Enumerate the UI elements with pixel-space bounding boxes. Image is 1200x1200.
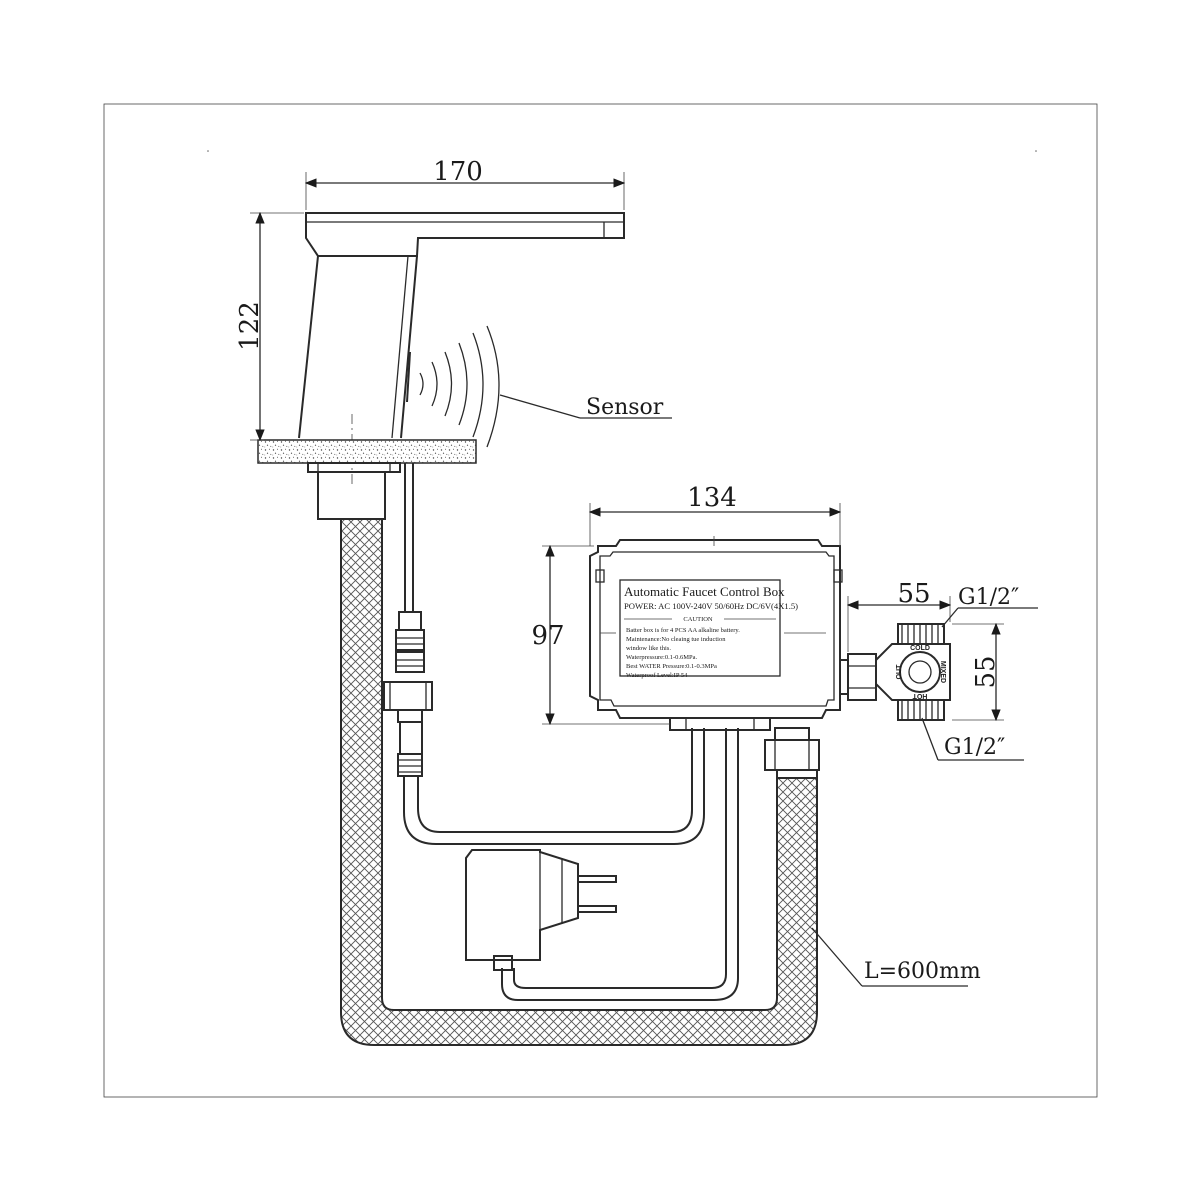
sensor-waves-icon — [419, 325, 500, 448]
thread-callout-bottom: G1/2″ — [921, 717, 1024, 761]
dimension-faucet-height: 122 — [235, 211, 304, 442]
countertop — [257, 439, 477, 464]
valve-out-label: OUT — [896, 664, 903, 680]
control-box-power: POWER: AC 100V-240V 50/60Hz DC/6V(4X1.5) — [624, 601, 798, 611]
caution-line: Batter box is for 4 PCS AA alkaline batt… — [626, 627, 740, 634]
control-box: Automatic Faucet Control Box POWER: AC 1… — [589, 536, 843, 731]
thread-callout-top: G1/2″ — [941, 585, 1038, 628]
cable-connector — [383, 611, 433, 777]
control-box-title: Automatic Faucet Control Box — [624, 584, 785, 599]
svg-text:G1/2″: G1/2″ — [958, 585, 1019, 610]
dimension-box-height: 97 — [531, 544, 670, 726]
caution-line: Best WATER Pressure:0.1-0.3MPa — [626, 663, 717, 670]
dimension-valve-height: 55 — [952, 622, 1004, 722]
power-adapter — [465, 849, 617, 971]
svg-text:170: 170 — [433, 157, 483, 187]
valve-cold-label: COLD — [910, 645, 930, 652]
svg-text:122: 122 — [235, 301, 265, 351]
dimension-spout-length: 170 — [304, 157, 626, 210]
hose-fitting — [764, 727, 820, 779]
drawing-frame — [103, 103, 1098, 1098]
svg-text:55: 55 — [971, 655, 1001, 688]
mixing-valve: COLD HOT MIXED OUT — [875, 623, 951, 721]
box-outlet-fitting — [839, 653, 877, 701]
sensor-callout: Sensor — [499, 394, 672, 420]
hose-length-callout: L=600mm — [811, 927, 981, 987]
svg-text:97: 97 — [531, 621, 564, 651]
svg-text:134: 134 — [687, 483, 737, 513]
svg-text:55: 55 — [897, 579, 930, 609]
caution-line: window like this. — [626, 645, 671, 652]
valve-hot-label: HOT — [912, 692, 928, 699]
svg-text:G1/2″: G1/2″ — [944, 735, 1005, 760]
caution-line: Waterpressure:0.1-0.6MPa. — [626, 654, 698, 661]
valve-mixed-label: MIXED — [939, 661, 946, 683]
control-box-label-plate — [619, 579, 781, 677]
faucet — [298, 212, 625, 485]
caution-heading: CAUTION — [683, 616, 713, 623]
svg-text:Sensor: Sensor — [586, 395, 664, 420]
dimension-box-width: 134 — [588, 483, 842, 546]
dimension-valve-offset: 55 — [846, 579, 952, 652]
svg-text:L=600mm: L=600mm — [864, 959, 981, 984]
caution-line: Waterproof Level:IP 54 — [626, 672, 688, 679]
caution-line: Maintenance:No cleaing tue induction — [626, 636, 726, 643]
mounting-shank — [307, 462, 401, 520]
